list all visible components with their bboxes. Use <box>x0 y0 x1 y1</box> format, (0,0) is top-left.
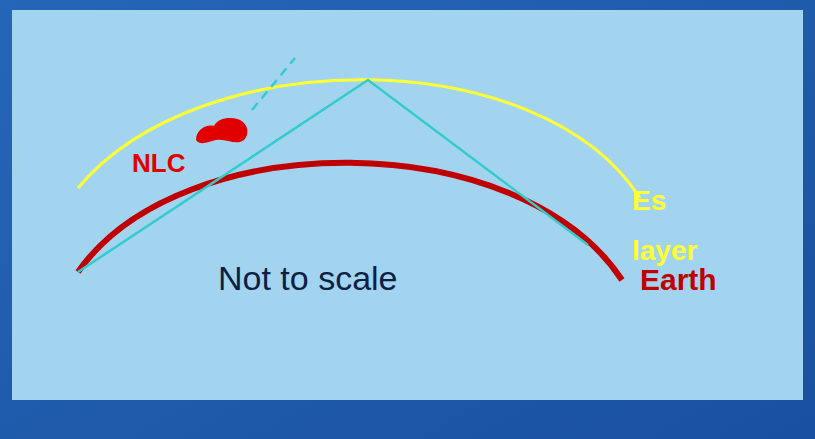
radio-path <box>78 80 588 272</box>
es-layer-arc <box>78 80 640 198</box>
earth-label: Earth <box>640 263 717 296</box>
nlc-cloud <box>196 118 247 143</box>
straight-path-dashed <box>252 58 295 110</box>
cloud-label: NLC <box>132 149 185 178</box>
diagram-panel <box>12 10 803 400</box>
scale-note: Not to scale <box>218 260 398 297</box>
layer-label: Es layer <box>632 176 722 276</box>
